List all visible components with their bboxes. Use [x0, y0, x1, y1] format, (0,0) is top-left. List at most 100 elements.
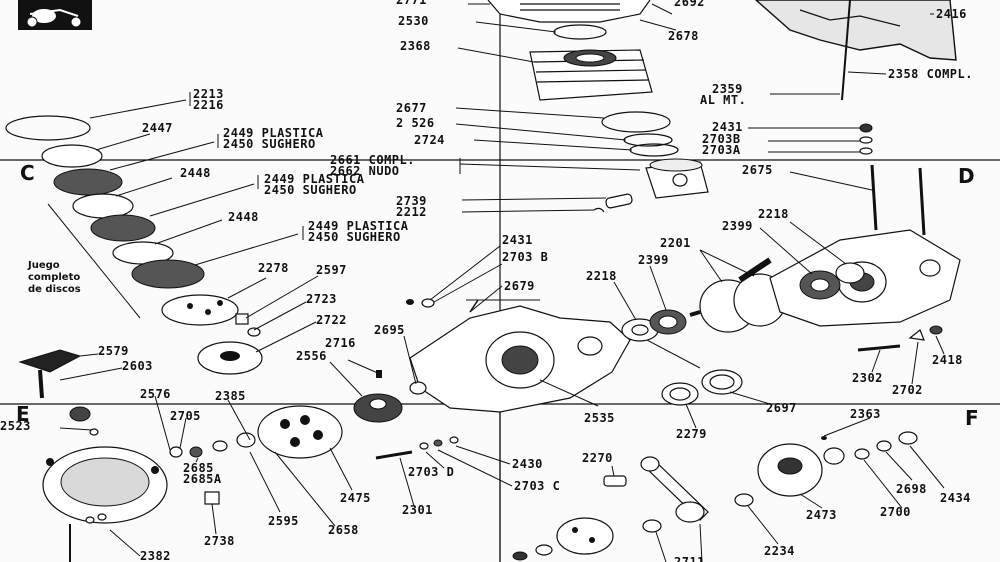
label-2418: 2418 — [932, 353, 963, 367]
label-2359: 2359 — [712, 82, 743, 96]
cylinder-2368 — [529, 49, 653, 101]
cylinder-head-2771 — [487, 0, 651, 23]
section-e-leaders — [59, 395, 353, 557]
section-letter-c: C — [20, 161, 35, 185]
kickstart-lever — [18, 349, 99, 399]
label-2679: 2679 — [504, 279, 535, 293]
bolt-2301 — [375, 436, 513, 507]
label-2302: 2302 — [852, 371, 883, 385]
oil-seal-2697 — [701, 369, 743, 395]
label-2448-b: 2448 — [228, 210, 259, 224]
washers-top-right — [859, 123, 873, 155]
leader-2603 — [59, 367, 123, 381]
label-2216: 2216 — [193, 98, 224, 112]
section-f-leaders — [611, 417, 945, 562]
top-center-leaders — [455, 3, 677, 213]
label-2678: 2678 — [668, 29, 699, 43]
leader-2279 — [685, 403, 697, 429]
bearing-2218-right — [835, 262, 865, 284]
label-2685a: 2685A — [183, 472, 222, 486]
label-2698: 2698 — [896, 482, 927, 496]
bushing-2738 — [204, 491, 220, 505]
label-2448-a: 2448 — [180, 166, 211, 180]
pulley-2475 — [257, 405, 343, 459]
oil-seal-2279 — [661, 382, 699, 406]
crankshaft-2201 — [689, 257, 787, 333]
section-letter-f: F — [965, 406, 979, 430]
bolt-2302 — [857, 325, 945, 385]
note-discs-line1: Juego — [27, 260, 60, 271]
label-2579: 2579 — [98, 344, 129, 358]
label-2450-b: 2450 SUGHERO — [264, 183, 357, 197]
label-2535: 2535 — [584, 411, 615, 425]
label-2771: 2771 — [396, 0, 427, 7]
label-2677: 2677 — [396, 101, 427, 115]
label-2661: 2661 COMPL. — [330, 153, 415, 167]
label-2738: 2738 — [204, 534, 235, 548]
partial-hub-bottom — [512, 517, 614, 561]
label-2301: 2301 — [402, 503, 433, 517]
label-2703a: 2703A — [702, 143, 741, 157]
label-2382: 2382 — [140, 549, 171, 562]
clutch-pressure-plate — [161, 294, 239, 326]
head-gasket-2530 — [553, 24, 607, 40]
piston-pin-2739 — [593, 193, 633, 213]
piston-2661 — [645, 158, 709, 199]
label-2270: 2270 — [582, 451, 613, 465]
label-2697: 2697 — [766, 401, 797, 415]
snap-ring-part — [5, 115, 91, 141]
note-discs-line3: de discos — [28, 284, 81, 295]
label-2431-right: 2431 — [712, 120, 743, 134]
label-2597: 2597 — [316, 263, 347, 277]
magneto-cover — [42, 446, 168, 524]
label-2523: 2523 — [0, 419, 31, 433]
conrod — [640, 456, 709, 523]
label-2658: 2658 — [328, 523, 359, 537]
small-parts-2270 — [603, 475, 662, 533]
label-2711: 2711 — [674, 555, 705, 562]
clutch-disc-stack — [41, 144, 205, 289]
label-2450-c: 2450 SUGHERO — [308, 230, 401, 244]
crankcase-left-half — [409, 305, 631, 413]
label-2201: 2201 — [660, 236, 691, 250]
label-2449-c: 2449 PLASTICA — [308, 219, 409, 233]
label-2705: 2705 — [170, 409, 201, 423]
label-2662: 2662 NUDO — [330, 164, 400, 178]
bearing-2218-left — [621, 318, 659, 342]
piston-rings — [623, 133, 679, 157]
label-2447: 2447 — [142, 121, 173, 135]
brand-logo — [18, 0, 92, 30]
base-gasket-2677 — [601, 111, 671, 133]
label-2692: 2692 — [674, 0, 705, 9]
crankcase-right-half — [769, 229, 961, 327]
label-2526: 2 526 — [396, 116, 435, 130]
label-2278: 2278 — [258, 261, 289, 275]
section-d-leaders — [613, 171, 873, 321]
label-2450-a: 2450 SUGHERO — [223, 137, 316, 151]
label-2703b-right: 2703B — [702, 132, 741, 146]
label-2363: 2363 — [850, 407, 881, 421]
label-2449-a: 2449 PLASTICA — [223, 126, 324, 140]
label-2434: 2434 — [940, 491, 971, 505]
leader-2697 — [729, 391, 771, 405]
gear-2473 — [757, 443, 845, 497]
screws-2382 — [69, 513, 107, 562]
label-2703c: 2703 C — [514, 479, 560, 493]
label-2703b-left: 2703 B — [502, 250, 548, 264]
label-2430: 2430 — [512, 457, 543, 471]
label-2399-right: 2399 — [722, 219, 753, 233]
label-2556: 2556 — [296, 349, 327, 363]
label-2368: 2368 — [400, 39, 431, 53]
note-discs-line2: completo — [28, 272, 80, 283]
label-2723: 2723 — [306, 292, 337, 306]
label-2716: 2716 — [325, 336, 356, 350]
label-2473: 2473 — [806, 508, 837, 522]
bearing-2399-left — [649, 309, 687, 335]
label-2722: 2722 — [316, 313, 347, 327]
label-2385: 2385 — [215, 389, 246, 403]
label-2234: 2234 — [764, 544, 795, 558]
label-2213: 2213 — [193, 87, 224, 101]
label-2218-left: 2218 — [586, 269, 617, 283]
